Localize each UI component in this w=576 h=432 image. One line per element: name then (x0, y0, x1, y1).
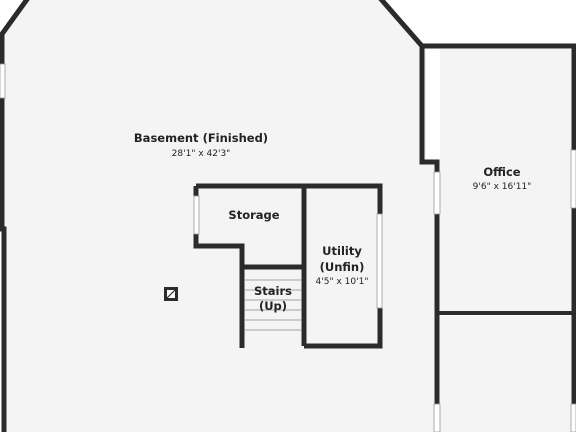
utility-name-line2: (Unfin) (320, 260, 365, 274)
office-dims: 9'6" x 16'11" (473, 182, 532, 192)
basement-floor (0, 0, 436, 432)
utility-name-line1: Utility (322, 244, 362, 258)
utility-dims: 4'5" x 10'1" (316, 277, 369, 287)
office-floor (440, 49, 576, 311)
lower-right-room-floor (440, 316, 576, 432)
storage-door-opening (193, 195, 200, 235)
stair-treads (245, 279, 302, 331)
basement-dims: 28'1" x 42'3" (172, 149, 231, 159)
west-window (0, 63, 6, 99)
utility-door-opening (376, 213, 383, 309)
stairs-name-line2: (Up) (259, 299, 287, 313)
wall-openings (0, 63, 576, 432)
office-door-opening (433, 171, 441, 215)
lower-east-window (570, 403, 576, 432)
floor-drain-icon (164, 287, 178, 301)
storage-utility-walls (193, 183, 383, 349)
lower-door-opening (433, 403, 441, 432)
storage-name: Storage (228, 208, 279, 222)
stairs-name-line1: Stairs (254, 284, 292, 298)
basement-name: Basement (Finished) (134, 131, 268, 145)
office-name: Office (483, 165, 520, 179)
office-west-wall (419, 46, 440, 432)
office-east-window (570, 149, 576, 209)
